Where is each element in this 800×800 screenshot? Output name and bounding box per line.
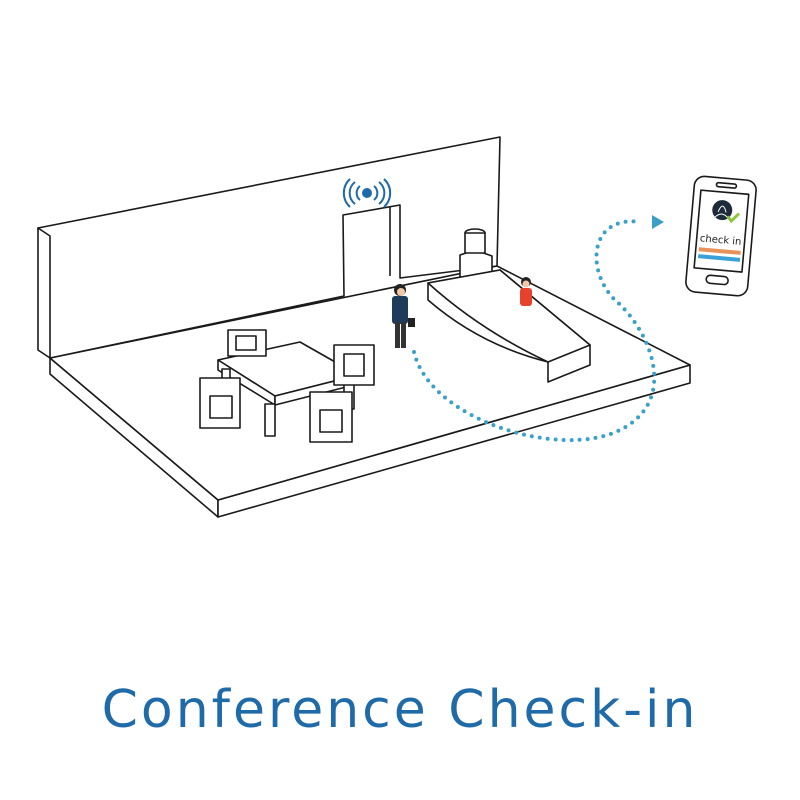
chair bbox=[309, 391, 353, 443]
page-title: Conference Check-in bbox=[101, 680, 699, 740]
smartphone: check in bbox=[685, 175, 757, 297]
chair bbox=[199, 377, 241, 429]
reception-desk bbox=[427, 269, 591, 383]
phone-checkin-label: check in bbox=[699, 233, 741, 248]
arrow-head-icon bbox=[652, 215, 664, 229]
checkmark-icon bbox=[726, 212, 741, 224]
attendee bbox=[392, 284, 415, 348]
beacon-signal-icon bbox=[342, 178, 392, 208]
receptionist bbox=[520, 277, 532, 306]
checkin-path bbox=[412, 219, 657, 443]
chair bbox=[227, 329, 267, 357]
chair bbox=[333, 344, 375, 386]
